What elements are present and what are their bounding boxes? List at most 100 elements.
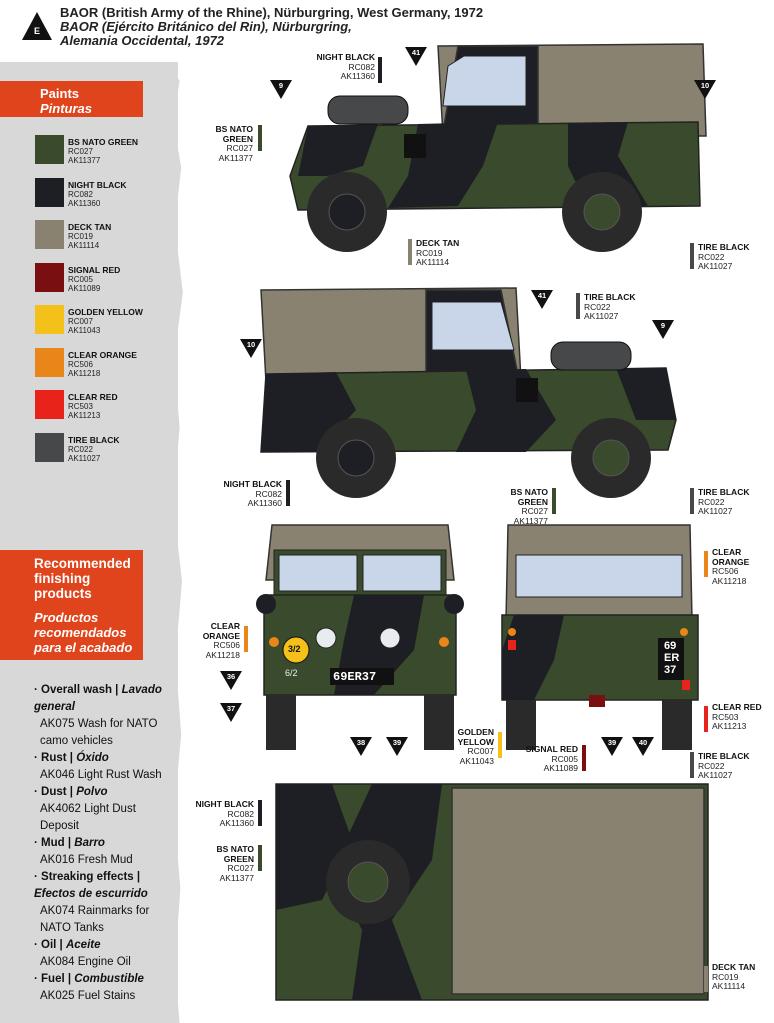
paint-ak-code: AK11218 xyxy=(68,369,101,378)
title-en: BAOR (British Army of the Rhine), Nürbur… xyxy=(60,5,484,20)
finishing-category: Rust | xyxy=(41,752,73,764)
marker-37: 37 xyxy=(220,703,242,722)
callout-rc: RC005 xyxy=(551,753,578,764)
paint-swatch xyxy=(35,390,64,419)
paint-swatch xyxy=(35,135,64,164)
swatch-bar xyxy=(582,745,586,771)
paint-name: NIGHT BLACK xyxy=(68,180,127,190)
callout-ak: AK11027 xyxy=(698,261,733,271)
finishing-category-es: Polvo xyxy=(76,786,108,798)
callout-name: BS NATO GREEN xyxy=(216,844,254,864)
callout-ak: AK11213 xyxy=(712,721,747,731)
paint-swatch xyxy=(35,348,64,377)
callout-rc: RC506 xyxy=(213,640,240,650)
callout-rc: RC022 xyxy=(698,496,725,507)
callout-rc: RC007 xyxy=(467,746,494,756)
callout-ak: AK11360 xyxy=(219,818,254,828)
title-es-2: Alemania Occidental, 1972 xyxy=(60,33,225,48)
callout-name: TIRE BLACK xyxy=(698,487,750,497)
callout-tire-black-4: TIRE BLACK RC022 AK11027 xyxy=(698,751,758,781)
page-title: BAOR (British Army of the Rhine), Nürbur… xyxy=(60,6,483,48)
paint-rc-code: RC506 xyxy=(68,360,93,369)
callout-rc: RC503 xyxy=(712,711,739,722)
vehicle-top-view xyxy=(275,783,709,1001)
paint-swatch xyxy=(35,263,64,292)
marker-41: 41 xyxy=(405,47,427,66)
callout-rc: RC027 xyxy=(227,863,254,873)
finishing-category-es: Efectos de escurrido xyxy=(34,888,148,900)
paint-name: DECK TAN xyxy=(68,222,112,232)
callout-rc: RC027 xyxy=(521,506,548,516)
marker-10: 10 xyxy=(240,339,262,358)
paint-name: CLEAR ORANGE xyxy=(68,350,137,360)
callout-name: CLEAR ORANGE xyxy=(712,547,750,567)
paint-name: TIRE BLACK xyxy=(68,435,120,445)
callout-night-black-3: NIGHT BLACK RC082 AK11360 xyxy=(190,799,254,829)
callout-night-black-2: NIGHT BLACK RC082 AK11360 xyxy=(220,479,282,509)
paint-rc-code: RC503 xyxy=(68,402,93,411)
callout-bs-nato-green-3: BS NATO GREEN RC027 AK11377 xyxy=(185,844,254,883)
rear-plate-line-1: 69 xyxy=(664,640,677,652)
finishing-category-es: Barro xyxy=(74,837,105,849)
callout-name: GOLDEN YELLOW xyxy=(457,727,494,747)
swatch-bar xyxy=(690,752,694,778)
callout-name: BS NATO GREEN xyxy=(510,487,548,507)
bridge-plate: 3/2 xyxy=(288,644,301,654)
paint-ak-code: AK11043 xyxy=(68,326,101,335)
title-es-1: BAOR (Ejército Británico del Rin), Nürbu… xyxy=(60,19,352,34)
finishing-product: AK046 Light Rust Wash xyxy=(40,769,162,781)
callout-name: DECK TAN xyxy=(712,962,756,972)
callout-rc: RC506 xyxy=(712,566,739,576)
marker-40: 40 xyxy=(632,737,654,756)
finishing-category: Mud | xyxy=(41,837,72,849)
callout-name: NIGHT BLACK xyxy=(316,52,375,62)
vehicle-rear-view xyxy=(501,524,699,750)
finishing-category: Oil | xyxy=(41,939,63,951)
callout-name: NIGHT BLACK xyxy=(195,799,254,809)
finishing-product: AK4062 Light Dust Deposit xyxy=(40,803,136,832)
sidebar-panel xyxy=(0,62,178,1023)
marker-number: 10 xyxy=(700,81,710,90)
callout-ak: AK11360 xyxy=(247,498,282,508)
callout-name: TIRE BLACK xyxy=(698,242,750,252)
callout-night-black-1: NIGHT BLACK RC082 AK11360 xyxy=(310,52,375,82)
swatch-bar xyxy=(258,125,262,151)
finishing-heading-es: Productos recomendados para el acabado xyxy=(34,610,133,655)
paint-rc-code: RC019 xyxy=(68,232,93,241)
paint-name: GOLDEN YELLOW xyxy=(68,307,143,317)
bullet-icon: · xyxy=(34,837,42,849)
finishing-category-es: Aceite xyxy=(65,939,101,951)
callout-rc: RC022 xyxy=(698,760,725,771)
paint-rc-code: RC027 xyxy=(68,147,93,156)
badge-letter: E xyxy=(33,26,40,36)
callout-golden-yellow: GOLDEN YELLOW RC007 AK11043 xyxy=(448,727,494,766)
callout-ak: AK11027 xyxy=(698,770,733,780)
marker-39: 39 xyxy=(601,737,623,756)
callout-ak: AK11089 xyxy=(543,763,578,773)
callout-bs-nato-green-2: BS NATO GREEN RC027 AK11377 xyxy=(480,487,548,526)
paint-swatch xyxy=(35,305,64,334)
marker-number: 10 xyxy=(246,340,256,349)
marker-number: 38 xyxy=(356,738,366,747)
callout-ak: AK11027 xyxy=(584,311,619,321)
finishing-group: · Mud | Barro xyxy=(34,835,174,852)
swatch-bar xyxy=(690,488,694,514)
callout-ak: AK11360 xyxy=(340,71,375,81)
paint-swatch xyxy=(35,178,64,207)
finishing-category: Dust | xyxy=(41,786,73,798)
swatch-bar xyxy=(378,57,382,83)
callout-rc: RC027 xyxy=(226,143,253,153)
callout-name: DECK TAN xyxy=(416,238,460,248)
finishing-group: · Streaking effects | Efectos de escurri… xyxy=(34,869,174,903)
callout-rc: RC022 xyxy=(584,301,611,312)
callout-ak: AK11218 xyxy=(205,649,240,660)
finishing-group: · Fuel | Combustible xyxy=(34,971,174,988)
paints-heading-en: Paints xyxy=(40,86,80,101)
callout-signal-red: SIGNAL RED RC005 AK11089 xyxy=(520,744,578,774)
callout-rc: RC082 xyxy=(255,488,282,499)
finishing-category: Fuel | xyxy=(41,973,72,985)
marker-number: 36 xyxy=(226,672,236,681)
marker-38: 38 xyxy=(350,737,372,756)
finishing-product: AK074 Rainmarks for NATO Tanks xyxy=(40,905,150,934)
finishing-category: Overall wash | xyxy=(41,684,119,696)
